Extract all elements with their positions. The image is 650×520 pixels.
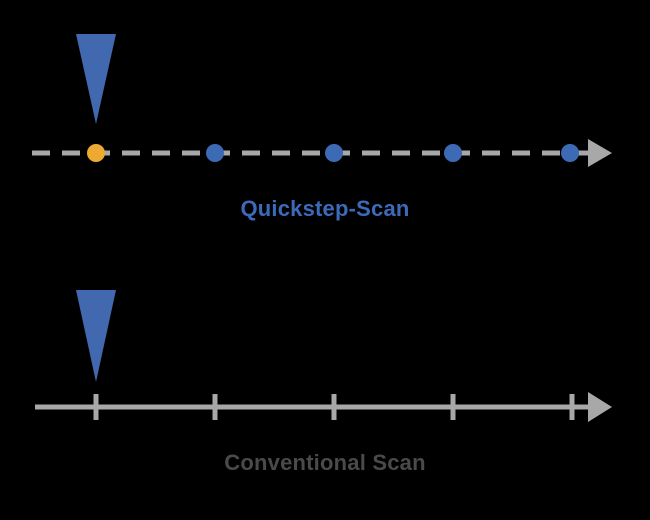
quickstep-marker-group (87, 144, 579, 162)
conventional-axis-arrowhead-icon (588, 392, 612, 422)
quickstep-axis-arrowhead-icon (588, 139, 612, 167)
quickstep-marker-4-scan-step (561, 144, 579, 162)
conventional-tick-group (93, 394, 575, 420)
quickstep-marker-3-scan-step (444, 144, 462, 162)
quickstep-scan-label: Quickstep-Scan (240, 196, 410, 221)
quickstep-pointer-triangle-icon (76, 34, 116, 124)
quickstep-marker-2-scan-step (325, 144, 343, 162)
conventional-pointer-triangle-icon (76, 290, 116, 382)
conventional-scan-label: Conventional Scan (224, 450, 426, 475)
quickstep-panel (32, 34, 612, 167)
quickstep-marker-0-current-step (87, 144, 105, 162)
quickstep-marker-1-scan-step (206, 144, 224, 162)
conventional-panel (35, 290, 612, 422)
